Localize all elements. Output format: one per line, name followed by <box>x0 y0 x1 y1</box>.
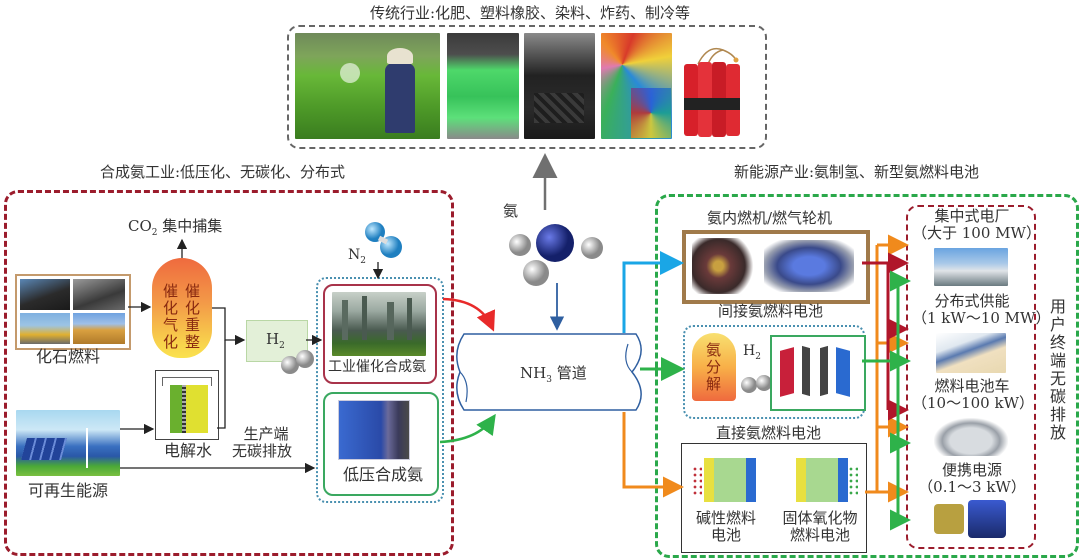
distributed-supply-name: 分布式供能 <box>934 292 1010 310</box>
fuel-cell-car-photo <box>934 418 1008 456</box>
h2-molecule-icon-right <box>740 374 774 394</box>
new-energy-box <box>655 194 1079 558</box>
co2-capture-label: CO2 集中捕集 <box>128 217 223 238</box>
engine-turbine-label: 氨内燃机/燃气轮机 <box>707 209 833 227</box>
ammonia-synthesis-box <box>4 190 454 556</box>
fuel-cell-vehicle-range: （10～100 kW） <box>912 393 1034 412</box>
sofc-diagram <box>784 452 858 504</box>
fertilizer-field-photo <box>295 33 440 139</box>
renewable-energy-photo <box>16 410 120 476</box>
alkaline-fuel-cell-label: 碱性燃料电池 <box>696 509 757 544</box>
indirect-h2-label: H2 <box>743 343 761 362</box>
zero-carbon-production-label: 生产端无碳排放 <box>232 425 293 460</box>
central-plant-range: （大于 100 MW） <box>912 223 1041 242</box>
nh3-molecule-icon <box>500 215 610 295</box>
catalytic-reactor <box>152 258 212 358</box>
hydrogen-label: H2 <box>266 330 285 351</box>
catalytic-gasification-label: 催化气化 <box>161 283 179 351</box>
fossil-fuel-photos <box>15 274 131 350</box>
green-plastic-chairs-photo <box>447 33 519 139</box>
h2-molecule-icon <box>278 349 318 375</box>
industrial-synthesis-label: 工业催化合成氨 <box>328 359 426 375</box>
ammonia-synthesis-title: 合成氨工业:低压化、无碳化、分布式 <box>100 163 346 181</box>
dynamite-icon <box>678 42 748 140</box>
distributed-supply-range: （1 kW～10 MW） <box>912 308 1051 327</box>
n2-label: N2 <box>348 247 366 266</box>
nh3-pipeline <box>452 332 642 412</box>
direct-fuel-cell-label: 直接氨燃料电池 <box>716 424 822 442</box>
lowpressure-cell-diagram <box>338 400 410 460</box>
user-portable-power: 便携电源 （0.1～3 kW） <box>912 462 1032 495</box>
rubber-tires-photo <box>524 33 595 139</box>
user-terminal-box <box>906 205 1036 549</box>
portable-power-name: 便携电源 <box>941 461 1002 479</box>
user-central-plant: 集中式电厂 （大于 100 MW） <box>912 207 1041 242</box>
industrial-plant-photo <box>332 292 426 356</box>
traditional-industry-title: 传统行业:化肥、塑料橡胶、染料、炸药、制冷等 <box>370 4 691 22</box>
indirect-fuel-cell-label: 间接氨燃料电池 <box>718 302 824 320</box>
central-plant-name: 集中式电厂 <box>934 207 1010 225</box>
nh3-pipeline-label: NH3 管道 <box>520 364 587 385</box>
fossil-fuel-label: 化石燃料 <box>36 347 101 366</box>
n2-molecule-icon <box>363 220 405 260</box>
user-distributed-supply: 分布式供能 （1 kW～10 MW） <box>912 292 1051 327</box>
lowpressure-synthesis-label: 低压合成氨 <box>343 465 424 484</box>
electrolysis-label: 电解水 <box>164 441 213 460</box>
traditional-industry-box <box>287 25 767 149</box>
user-zero-carbon-label: 用户终端无碳排放 <box>1047 298 1066 442</box>
ammonia-label: 氨 <box>503 202 519 220</box>
fuel-cell-vehicle-name: 燃料电池车 <box>934 377 1010 395</box>
pem-fuel-cell-diagram <box>770 335 866 411</box>
user-fuel-cell-vehicle: 燃料电池车 （10～100 kW） <box>912 377 1034 412</box>
electrolysis-cell <box>155 370 219 440</box>
ammonia-decomposition-reactor <box>692 333 736 401</box>
engine-turbine-box <box>682 230 870 304</box>
new-energy-title: 新能源产业:氨制氢、新型氨燃料电池 <box>734 163 980 181</box>
dye-powders-photo <box>601 33 672 139</box>
renewable-energy-label: 可再生能源 <box>28 481 109 500</box>
catalytic-reforming-label: 催化重整 <box>183 283 201 351</box>
distributed-house-photo <box>936 333 1006 373</box>
portable-power-photo <box>934 500 1008 538</box>
ammonia-decomposition-label: 氨分解 <box>704 342 722 393</box>
alkaline-fuel-cell-diagram <box>692 452 766 504</box>
portable-power-range: （0.1～3 kW） <box>918 477 1026 496</box>
sofc-label: 固体氧化物燃料电池 <box>782 509 858 544</box>
power-plant-photo <box>934 248 1008 286</box>
